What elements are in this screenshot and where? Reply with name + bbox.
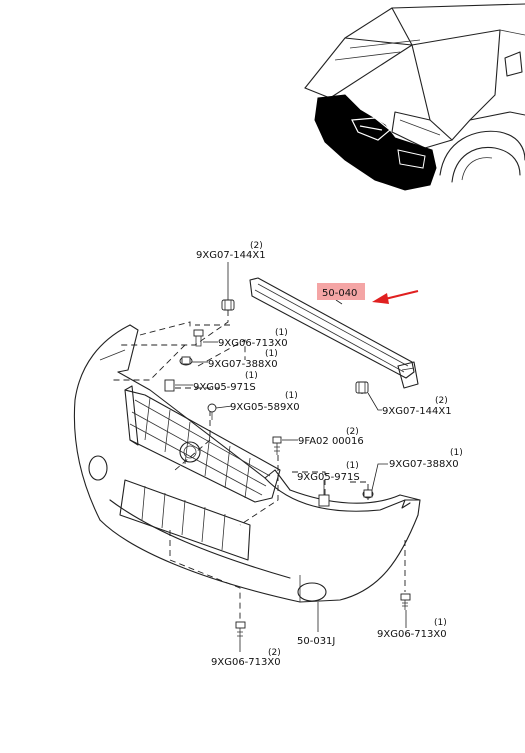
bumper-cover [73, 324, 421, 603]
part-number-label: 9XG07-144X1 [196, 250, 266, 261]
qty-label: (1) [275, 328, 288, 338]
part-number-label: 9XG05-589X0 [230, 402, 300, 413]
qty-label: (2) [250, 241, 263, 251]
clip-icon [207, 403, 217, 420]
qty-label: (1) [285, 391, 298, 401]
part-number-label: 9FA02 00016 [298, 436, 364, 447]
bumper-cover-label: 50-031J [297, 636, 335, 647]
bolt-icon [272, 436, 282, 455]
part-number-label: 9XG05-971S [297, 472, 360, 483]
qty-label: (2) [346, 427, 359, 437]
reinforcement-label: 50-040 [322, 288, 357, 299]
callout-labels: (2) 9XG07-144X1 (1) 9XG06-713X0 (1) 9XG0… [193, 241, 463, 668]
clip-icon [179, 356, 193, 366]
clip-icon [193, 329, 204, 347]
vehicle-overview [304, 3, 525, 191]
screw-icon [235, 621, 246, 640]
qty-label: (2) [435, 396, 448, 406]
qty-label: (1) [245, 371, 258, 381]
part-number-label: 9XG07-144X1 [382, 406, 452, 417]
fasteners [164, 299, 411, 640]
bumper-reinforcement [249, 277, 419, 389]
part-number-label: 9XG07-388X0 [389, 459, 459, 470]
clip-icon [318, 494, 330, 507]
part-number-label: 9XG05-971S [193, 382, 256, 393]
leader-lines [175, 262, 407, 652]
clip-icon [164, 379, 175, 392]
highlight-box [317, 283, 365, 300]
nut-icon [355, 381, 369, 394]
nut-icon [221, 299, 235, 311]
part-number-label: 9XG06-713X0 [218, 338, 288, 349]
part-number-label: 9XG06-713X0 [377, 629, 447, 640]
highlighted-bumper-area [314, 94, 437, 191]
qty-label: (2) [268, 648, 281, 658]
assembly-lines [110, 300, 406, 620]
qty-label: (1) [450, 448, 463, 458]
screw-icon [400, 593, 411, 610]
clip-icon [362, 489, 374, 499]
qty-label: (1) [434, 618, 447, 628]
qty-label: (1) [265, 349, 278, 359]
qty-label: (1) [346, 461, 359, 471]
part-number-label: 9XG06-713X0 [211, 657, 281, 668]
part-number-label: 9XG07-388X0 [208, 359, 278, 370]
arrow-icon [372, 290, 419, 304]
